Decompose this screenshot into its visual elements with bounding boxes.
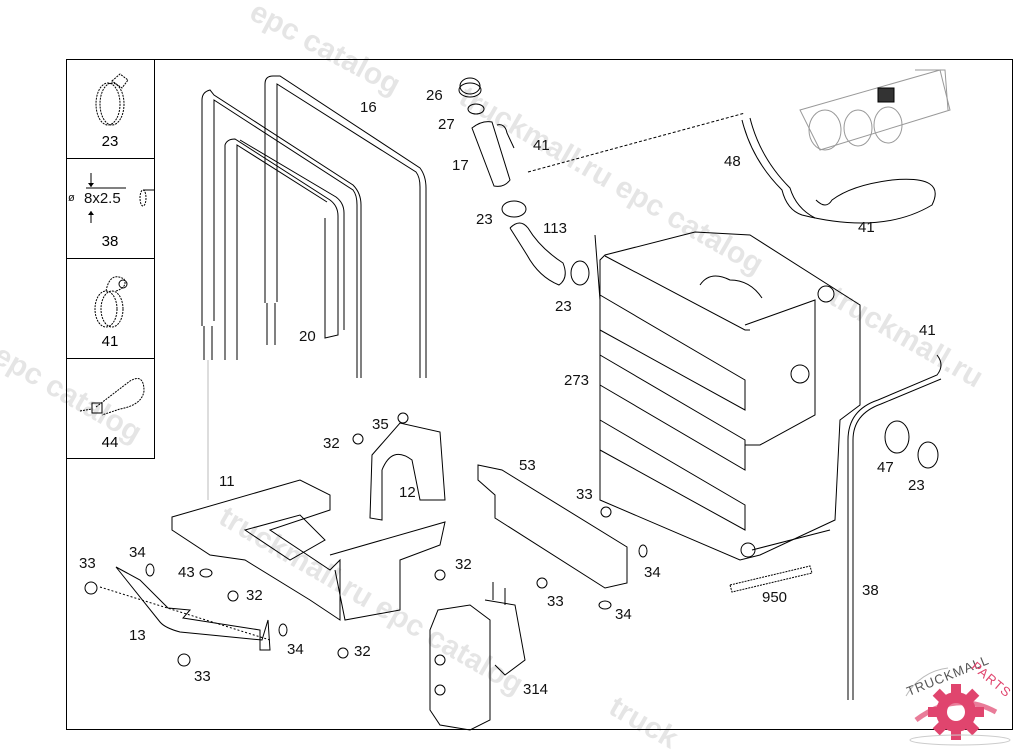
part-23-clamp-c[interactable] — [917, 441, 939, 469]
callout-12[interactable]: 12 — [399, 484, 416, 501]
truck-highlight-component — [877, 87, 895, 103]
callout-35[interactable]: 35 — [372, 416, 389, 433]
callout-34[interactable]: 34 — [615, 606, 632, 623]
part-27-ring[interactable] — [467, 103, 485, 115]
callout-17[interactable]: 17 — [452, 157, 469, 174]
callout-23[interactable]: 23 — [555, 298, 572, 315]
part-950-strip[interactable] — [729, 565, 813, 593]
callout-47[interactable]: 47 — [877, 459, 894, 476]
callout-41[interactable]: 41 — [919, 322, 936, 339]
callout-43[interactable]: 43 — [178, 564, 195, 581]
legend-label: 41 — [101, 333, 119, 350]
callout-48[interactable]: 48 — [724, 153, 741, 170]
callout-34[interactable]: 34 — [129, 544, 146, 561]
legend-item-41[interactable]: 41 — [66, 259, 154, 359]
part-23-clamp[interactable] — [501, 200, 527, 218]
callout-113[interactable]: 113 — [543, 220, 567, 237]
callout-33[interactable]: 33 — [79, 555, 96, 572]
callout-16[interactable]: 16 — [360, 99, 377, 116]
part-20-strap[interactable] — [224, 138, 345, 360]
callout-32[interactable]: 32 — [323, 435, 340, 452]
callout-23[interactable]: 23 — [476, 211, 493, 228]
callout-26[interactable]: 26 — [426, 87, 443, 104]
legend-panel: 23 ø 8x2.5 38 41 44 — [66, 59, 155, 459]
part-16-strap[interactable] — [201, 75, 427, 378]
callout-13[interactable]: 13 — [129, 627, 146, 644]
legend-label: 44 — [101, 434, 119, 451]
callout-20[interactable]: 20 — [299, 328, 316, 345]
callout-33[interactable]: 33 — [194, 668, 211, 685]
callout-27[interactable]: 27 — [438, 116, 455, 133]
part-23-clamp-b[interactable] — [570, 260, 590, 286]
part-13-bracket[interactable] — [115, 566, 271, 651]
legend-item-23[interactable]: 23 — [66, 59, 154, 159]
part-113-hose[interactable] — [509, 222, 566, 286]
cable-tie-icon — [79, 378, 145, 416]
callout-23[interactable]: 23 — [908, 477, 925, 494]
part-38-pipe[interactable] — [847, 354, 942, 700]
callout-950[interactable]: 950 — [762, 589, 788, 606]
bolt-icon — [84, 412, 648, 667]
legend-label: 38 — [101, 233, 119, 250]
callout-32[interactable]: 32 — [354, 643, 371, 660]
callout-11[interactable]: 11 — [219, 473, 235, 490]
diameter-symbol: ø — [68, 192, 75, 204]
callout-33[interactable]: 33 — [547, 593, 564, 610]
callout-53[interactable]: 53 — [519, 457, 536, 474]
part-53-bracket[interactable] — [477, 464, 628, 589]
part-26-cap[interactable] — [458, 82, 482, 98]
tube-dimension-text: 8x2.5 — [84, 190, 121, 207]
part-48-hose[interactable] — [741, 119, 936, 224]
callout-38[interactable]: 38 — [862, 582, 879, 599]
truckmall-parts-logo: TRUCKMALL PARTS — [898, 652, 1022, 750]
legend-item-38[interactable]: ø 8x2.5 38 — [66, 159, 154, 259]
hose-clamp-icon — [95, 73, 129, 126]
legend-label: 23 — [101, 133, 119, 150]
callout-314[interactable]: 314 — [523, 681, 549, 698]
part-314-valve[interactable] — [429, 582, 526, 731]
part-47-cap[interactable] — [884, 420, 910, 454]
part-273-tank[interactable] — [599, 231, 861, 561]
callout-41[interactable]: 41 — [858, 219, 875, 236]
clamp-icon — [94, 276, 128, 328]
part-11-bracket[interactable] — [171, 479, 341, 621]
callout-34[interactable]: 34 — [287, 641, 304, 658]
callout-34[interactable]: 34 — [644, 564, 661, 581]
callout-41[interactable]: 41 — [533, 137, 550, 154]
truck-location-icon — [799, 69, 951, 151]
callout-33[interactable]: 33 — [576, 486, 593, 503]
gear-logo-icon — [905, 667, 1011, 746]
tube-dimension-icon — [86, 173, 154, 223]
diagram-frame — [66, 59, 1013, 730]
part-17-filler-neck[interactable] — [471, 121, 511, 187]
callout-273[interactable]: 273 — [564, 372, 590, 389]
callout-32[interactable]: 32 — [455, 556, 472, 573]
legend-item-44[interactable]: 44 — [66, 359, 154, 459]
part-12-bracket[interactable] — [369, 422, 446, 521]
callout-32[interactable]: 32 — [246, 587, 263, 604]
